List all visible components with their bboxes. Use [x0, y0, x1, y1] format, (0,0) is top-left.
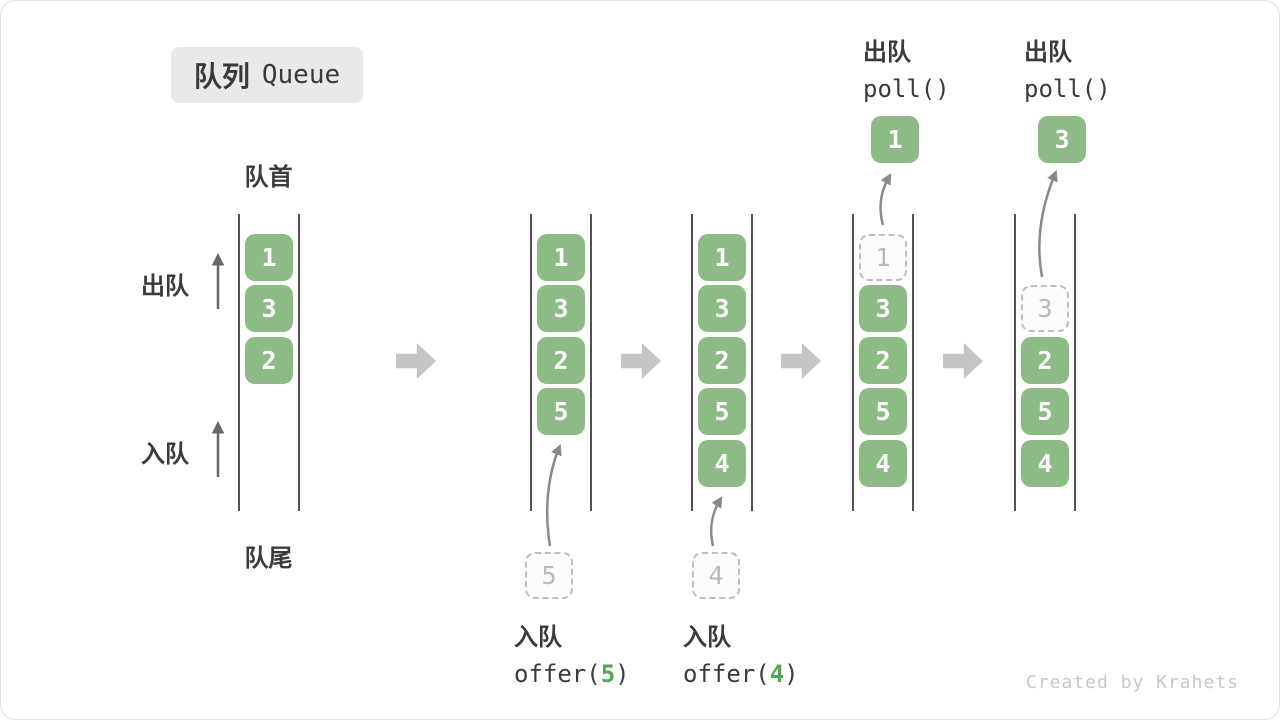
queue-wall-right: [590, 214, 592, 511]
queue-item: 4: [698, 440, 746, 487]
poll-2-caption-zh: 出队: [1024, 39, 1072, 66]
queue-state-1: 1 3 2: [238, 214, 300, 511]
queue-wall-right: [912, 214, 914, 511]
offer-5-caption: 入队 offer(5): [514, 617, 630, 688]
dequeue-side-label: 出队: [141, 273, 189, 300]
queue-state-3: 1 3 2 5 4: [691, 214, 753, 511]
polled-item-3: 3: [1038, 116, 1086, 163]
pending-item-4: 4: [692, 552, 740, 599]
poll-2-caption: 出队 poll(): [1024, 32, 1111, 103]
ghost-item: 1: [859, 234, 907, 281]
transition-arrow-icon: [396, 343, 436, 379]
enqueue-side-label: 入队: [141, 441, 189, 468]
title-badge: 队列 Queue: [171, 47, 363, 103]
queue-wall-right: [298, 214, 300, 511]
ghost-item: 3: [1021, 285, 1069, 332]
poll-1-caption: 出队 poll(): [863, 32, 950, 103]
queue-wall-right: [751, 214, 753, 511]
queue-state-5: 3 2 5 4: [1014, 214, 1076, 511]
queue-item: 5: [1021, 388, 1069, 435]
offer-4-arg: 4: [769, 660, 785, 688]
queue-item: 4: [1021, 440, 1069, 487]
queue-item: 2: [698, 337, 746, 384]
watermark: Created by Krahets: [1025, 672, 1239, 693]
queue-item: 2: [537, 337, 585, 384]
offer-4-caption: 入队 offer(4): [683, 617, 799, 688]
title-en: Queue: [261, 60, 341, 90]
queue-wall-left: [691, 214, 693, 511]
offer-4-caption-code: offer(4): [683, 660, 799, 688]
offer-5-caption-code: offer(5): [514, 660, 630, 688]
queue-front-label: 队首: [244, 164, 293, 191]
queue-item: 5: [537, 388, 585, 435]
queue-rear-label: 队尾: [244, 545, 293, 572]
queue-wall-left: [852, 214, 854, 511]
queue-item: 3: [245, 285, 293, 332]
offer-4-caption-zh: 入队: [683, 624, 731, 651]
poll-1-caption-zh: 出队: [863, 39, 911, 66]
queue-item: 1: [245, 234, 293, 281]
queue-wall-left: [530, 214, 532, 511]
offer-5-caption-zh: 入队: [514, 624, 562, 651]
title-zh: 队列: [193, 61, 250, 92]
queue-item: 5: [859, 388, 907, 435]
queue-wall-left: [1014, 214, 1016, 511]
queue-item: 4: [859, 440, 907, 487]
poll-1-caption-code: poll(): [863, 75, 950, 103]
queue-item: 1: [537, 234, 585, 281]
queue-item: 2: [1021, 337, 1069, 384]
queue-item: 3: [859, 285, 907, 332]
transition-arrow-icon: [621, 343, 661, 379]
polled-item-1: 1: [871, 116, 919, 163]
transition-arrow-icon: [943, 343, 983, 379]
queue-wall-left: [238, 214, 240, 511]
offer-5-arg: 5: [600, 660, 616, 688]
poll-2-caption-code: poll(): [1024, 75, 1111, 103]
transition-arrow-icon: [781, 343, 821, 379]
queue-item: 1: [698, 234, 746, 281]
queue-item: 2: [859, 337, 907, 384]
pending-item-5: 5: [525, 552, 573, 599]
queue-state-4: 1 3 2 5 4: [852, 214, 914, 511]
queue-state-2: 1 3 2 5: [530, 214, 592, 511]
queue-wall-right: [1074, 214, 1076, 511]
queue-item: 2: [245, 337, 293, 384]
queue-item: 3: [698, 285, 746, 332]
queue-item: 5: [698, 388, 746, 435]
queue-item: 3: [537, 285, 585, 332]
